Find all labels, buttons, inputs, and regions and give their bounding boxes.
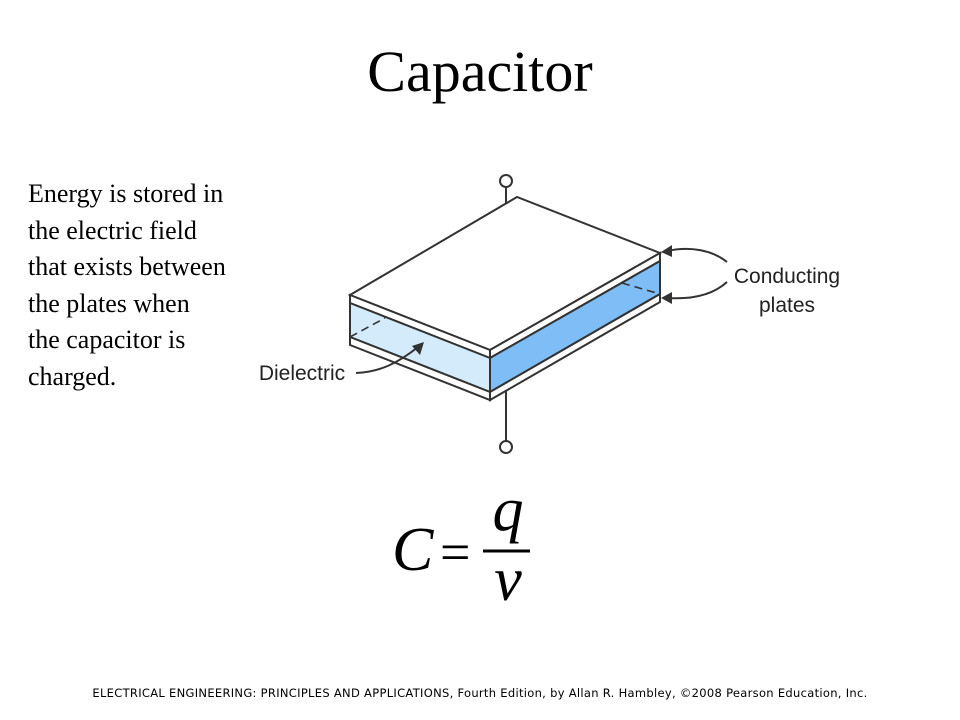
hidden-edge	[349, 317, 386, 338]
arrow-to-top-plate	[666, 247, 728, 263]
capacitor-diagram: Conducting plates Dielectric	[259, 174, 840, 454]
bottom-terminal	[499, 440, 513, 454]
footer-credit: ELECTRICAL ENGINEERING: PRINCIPLES AND A…	[92, 686, 868, 700]
top-terminal	[499, 174, 513, 188]
formula-numerator: q	[493, 490, 524, 544]
body-line: charged.	[28, 361, 117, 391]
body-line: that exists between	[28, 252, 226, 281]
body-line: the electric field	[28, 215, 197, 245]
body-text: Energy is stored in the electric field t…	[28, 176, 288, 395]
dielectric-label: Dielectric	[259, 362, 345, 385]
arrowhead	[661, 292, 672, 304]
body-line: the plates when	[28, 288, 190, 318]
conducting-label: Conducting	[734, 265, 840, 288]
arrow-to-dielectric	[355, 346, 419, 374]
formula-denominator: v	[494, 546, 522, 614]
body-line: Energy is stored in	[28, 179, 224, 208]
hidden-edge	[621, 282, 661, 295]
arrowhead	[412, 342, 424, 355]
formula-equals: =	[440, 522, 470, 582]
plates-label: plates	[759, 294, 815, 317]
body-line: the capacitor is	[28, 325, 186, 354]
arrowhead	[661, 245, 672, 257]
arrow-to-bottom-plate	[666, 281, 728, 300]
formula-lhs: C	[392, 516, 434, 584]
capacitance-formula: C = q v	[392, 490, 530, 614]
bottom-plate-side-edge	[489, 292, 661, 402]
slide-title: Capacitor	[367, 39, 593, 104]
